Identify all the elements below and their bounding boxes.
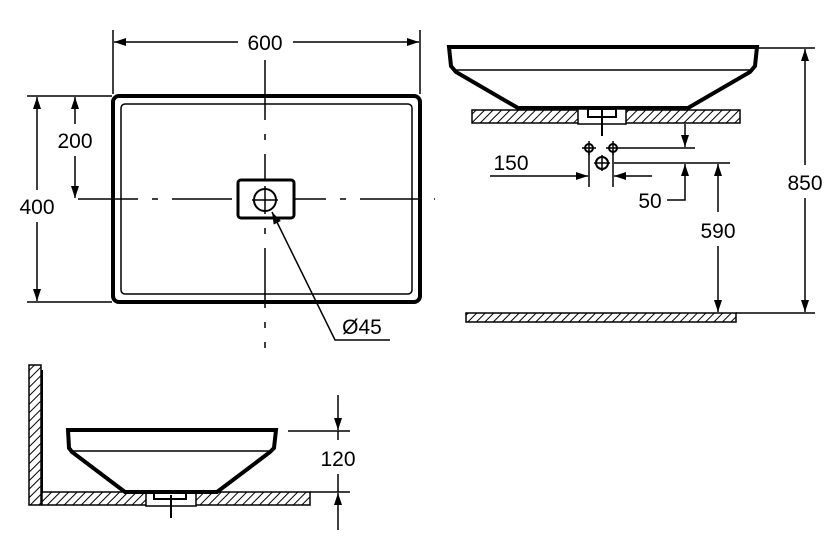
basin-front-outline [446, 45, 760, 110]
floor [465, 312, 737, 323]
drain-recess [236, 178, 296, 220]
drain-offset-dimension: 200 [57, 130, 92, 153]
top-view: 600 400 200 Ø45 [19, 30, 435, 348]
outlet-height-dimension: 590 [700, 220, 735, 243]
side-view: 120 [28, 364, 356, 530]
water-supply-symbols [582, 141, 620, 171]
total-height-dimension: 850 [787, 172, 822, 195]
drain-diameter-dimension: Ø45 [342, 316, 382, 339]
basin-side-outline [65, 428, 279, 494]
pipe-offset-dimension: 50 [638, 190, 661, 213]
front-view: 850 150 50 590 [446, 45, 823, 323]
width-dimension: 600 [247, 32, 282, 55]
bowl-height-dimension: 120 [320, 448, 355, 471]
pipe-spacing-dimension: 150 [493, 152, 528, 175]
wall [28, 364, 42, 506]
depth-dimension: 400 [19, 196, 54, 219]
